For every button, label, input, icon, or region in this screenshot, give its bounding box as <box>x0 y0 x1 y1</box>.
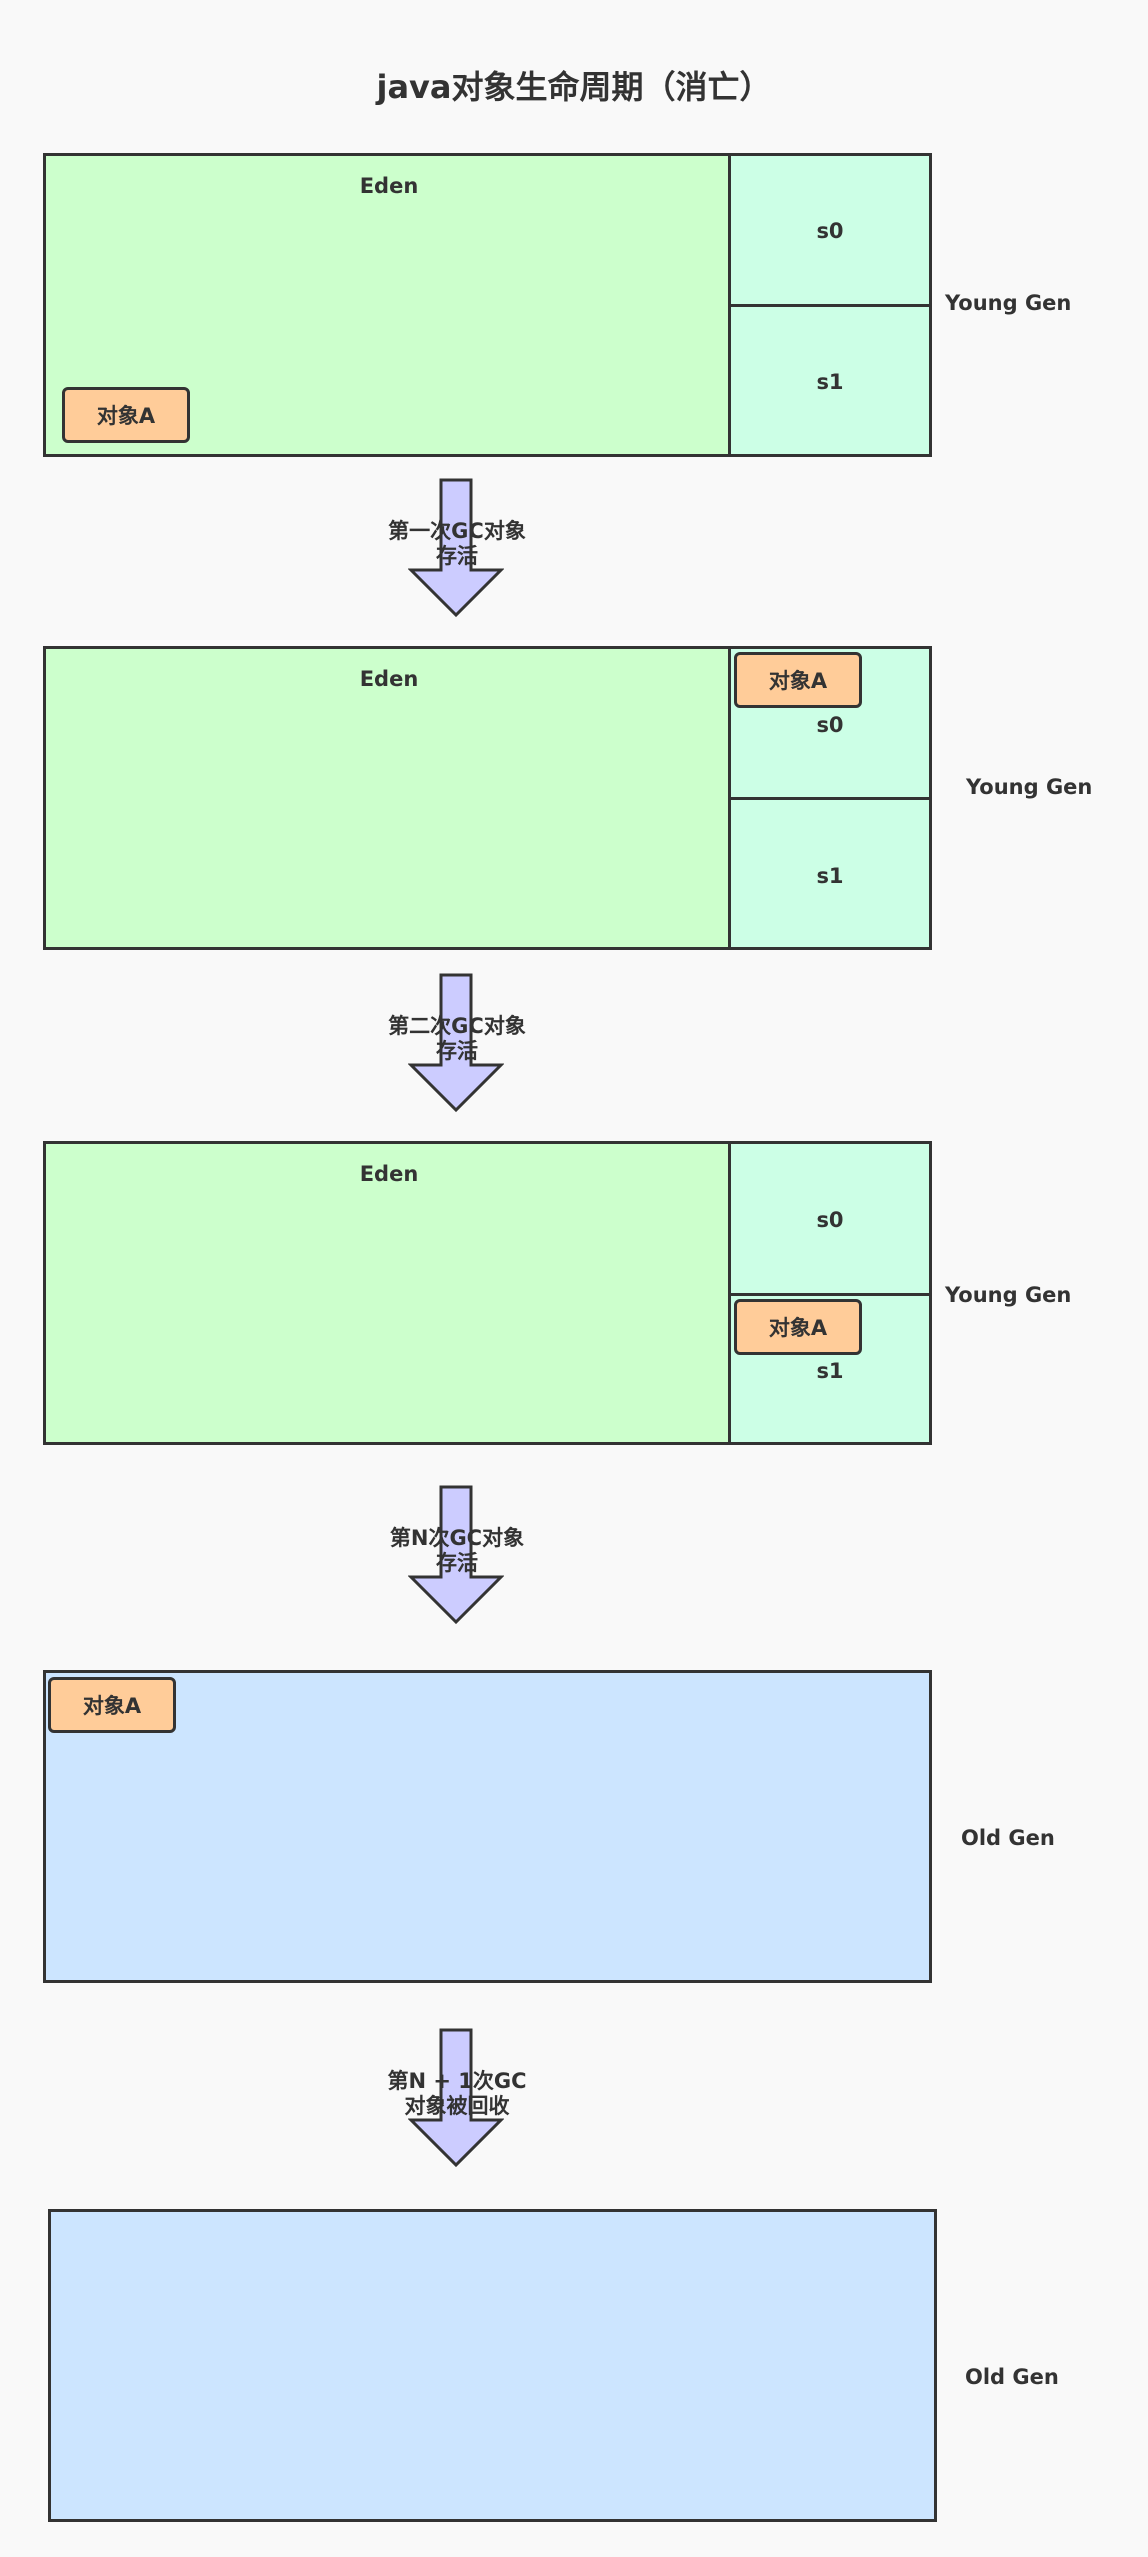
down-arrow-icon <box>408 1485 504 1625</box>
down-arrow-icon <box>408 2028 504 2168</box>
eden-label: Eden <box>359 174 419 198</box>
eden-space <box>43 646 731 950</box>
young-gen-label: Young Gen <box>945 291 1072 315</box>
object-a: 对象A <box>734 652 862 708</box>
old-gen-label: Old Gen <box>961 1826 1055 1850</box>
old-gen-label: Old Gen <box>965 2365 1059 2389</box>
s0-space <box>728 153 932 307</box>
eden-space <box>43 1141 731 1445</box>
eden-label: Eden <box>359 1162 419 1186</box>
transition-label-line1: 第一次GC对象 <box>388 519 526 543</box>
s0-label: s0 <box>816 713 844 737</box>
transition-label-line2: 对象被回收 <box>404 2094 510 2118</box>
s1-label: s1 <box>816 370 844 394</box>
s0-label: s0 <box>816 219 844 243</box>
down-arrow-icon <box>408 478 504 618</box>
transition-label-4: 第N + 1次GC 对象被回收 <box>367 2069 547 2119</box>
object-a: 对象A <box>734 1299 862 1355</box>
diagram-title: java对象生命周期（消亡） <box>376 68 772 106</box>
s1-space <box>728 797 932 950</box>
s1-space <box>728 304 932 457</box>
s1-label: s1 <box>816 864 844 888</box>
transition-label-line2: 存活 <box>436 1039 478 1063</box>
old-gen-space <box>48 2209 937 2522</box>
transition-label-1: 第一次GC对象 存活 <box>367 519 547 569</box>
s1-label: s1 <box>816 1359 844 1383</box>
transition-label-line1: 第N次GC对象 <box>389 1526 525 1550</box>
transition-label-3: 第N次GC对象 存活 <box>367 1526 547 1576</box>
young-gen-label: Young Gen <box>966 775 1093 799</box>
s0-label: s0 <box>816 1208 844 1232</box>
eden-label: Eden <box>359 667 419 691</box>
transition-label-line2: 存活 <box>436 544 478 568</box>
transition-label-line1: 第二次GC对象 <box>388 1014 526 1038</box>
transition-label-line2: 存活 <box>436 1551 478 1575</box>
object-a: 对象A <box>48 1677 176 1733</box>
old-gen-space <box>43 1670 932 1983</box>
object-a: 对象A <box>62 387 190 443</box>
young-gen-label: Young Gen <box>945 1283 1072 1307</box>
transition-label-2: 第二次GC对象 存活 <box>367 1014 547 1064</box>
down-arrow-icon <box>408 973 504 1113</box>
transition-label-line1: 第N + 1次GC <box>387 2069 527 2093</box>
